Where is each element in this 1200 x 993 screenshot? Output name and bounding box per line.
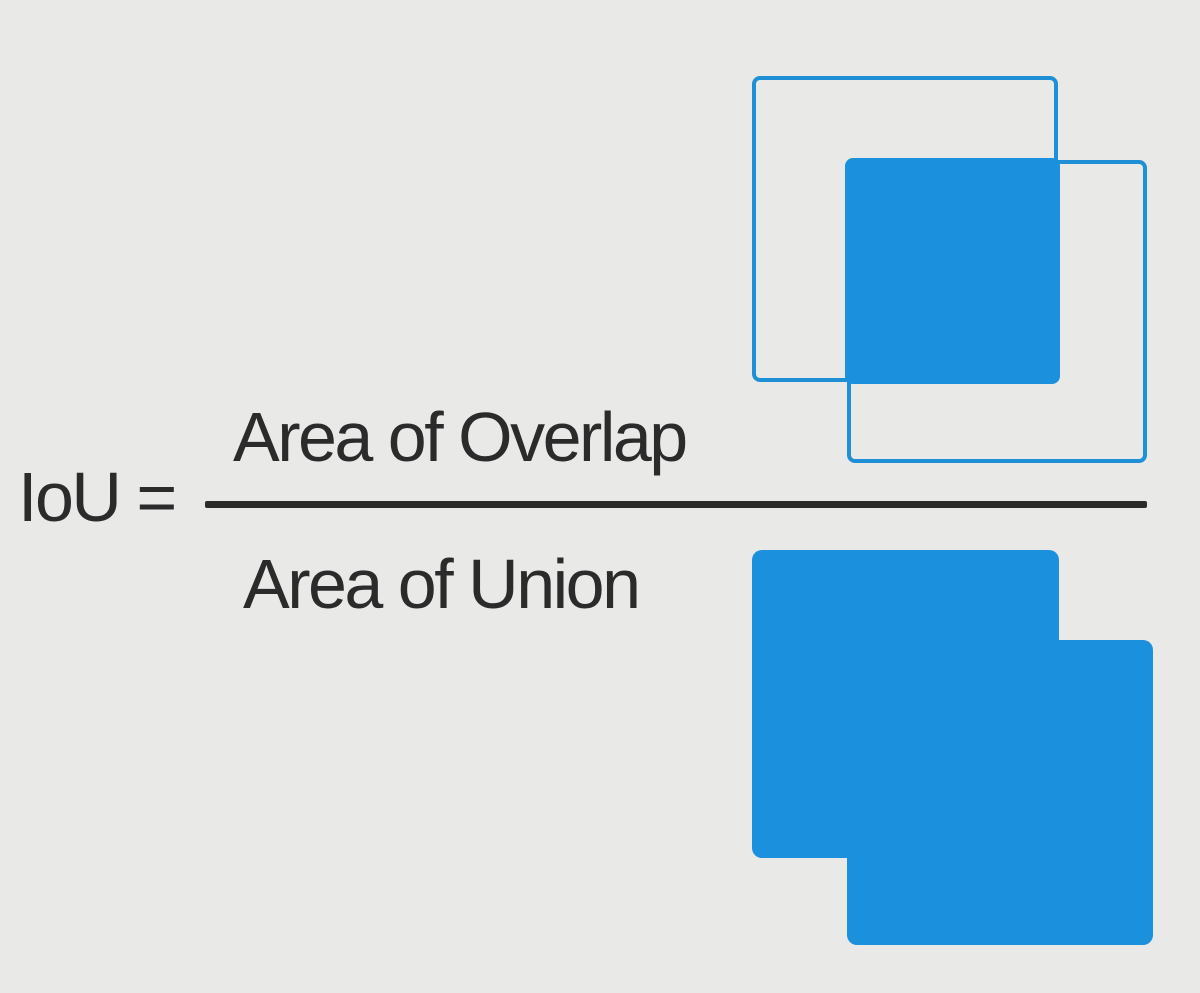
denominator-label: Area of Union — [243, 545, 641, 623]
iou-equals-label: IoU = — [18, 458, 177, 536]
fraction-bar — [205, 501, 1147, 508]
numerator-label: Area of Overlap — [233, 398, 688, 476]
union-box-b-icon — [847, 640, 1153, 945]
overlap-intersection-region-icon — [845, 158, 1060, 384]
